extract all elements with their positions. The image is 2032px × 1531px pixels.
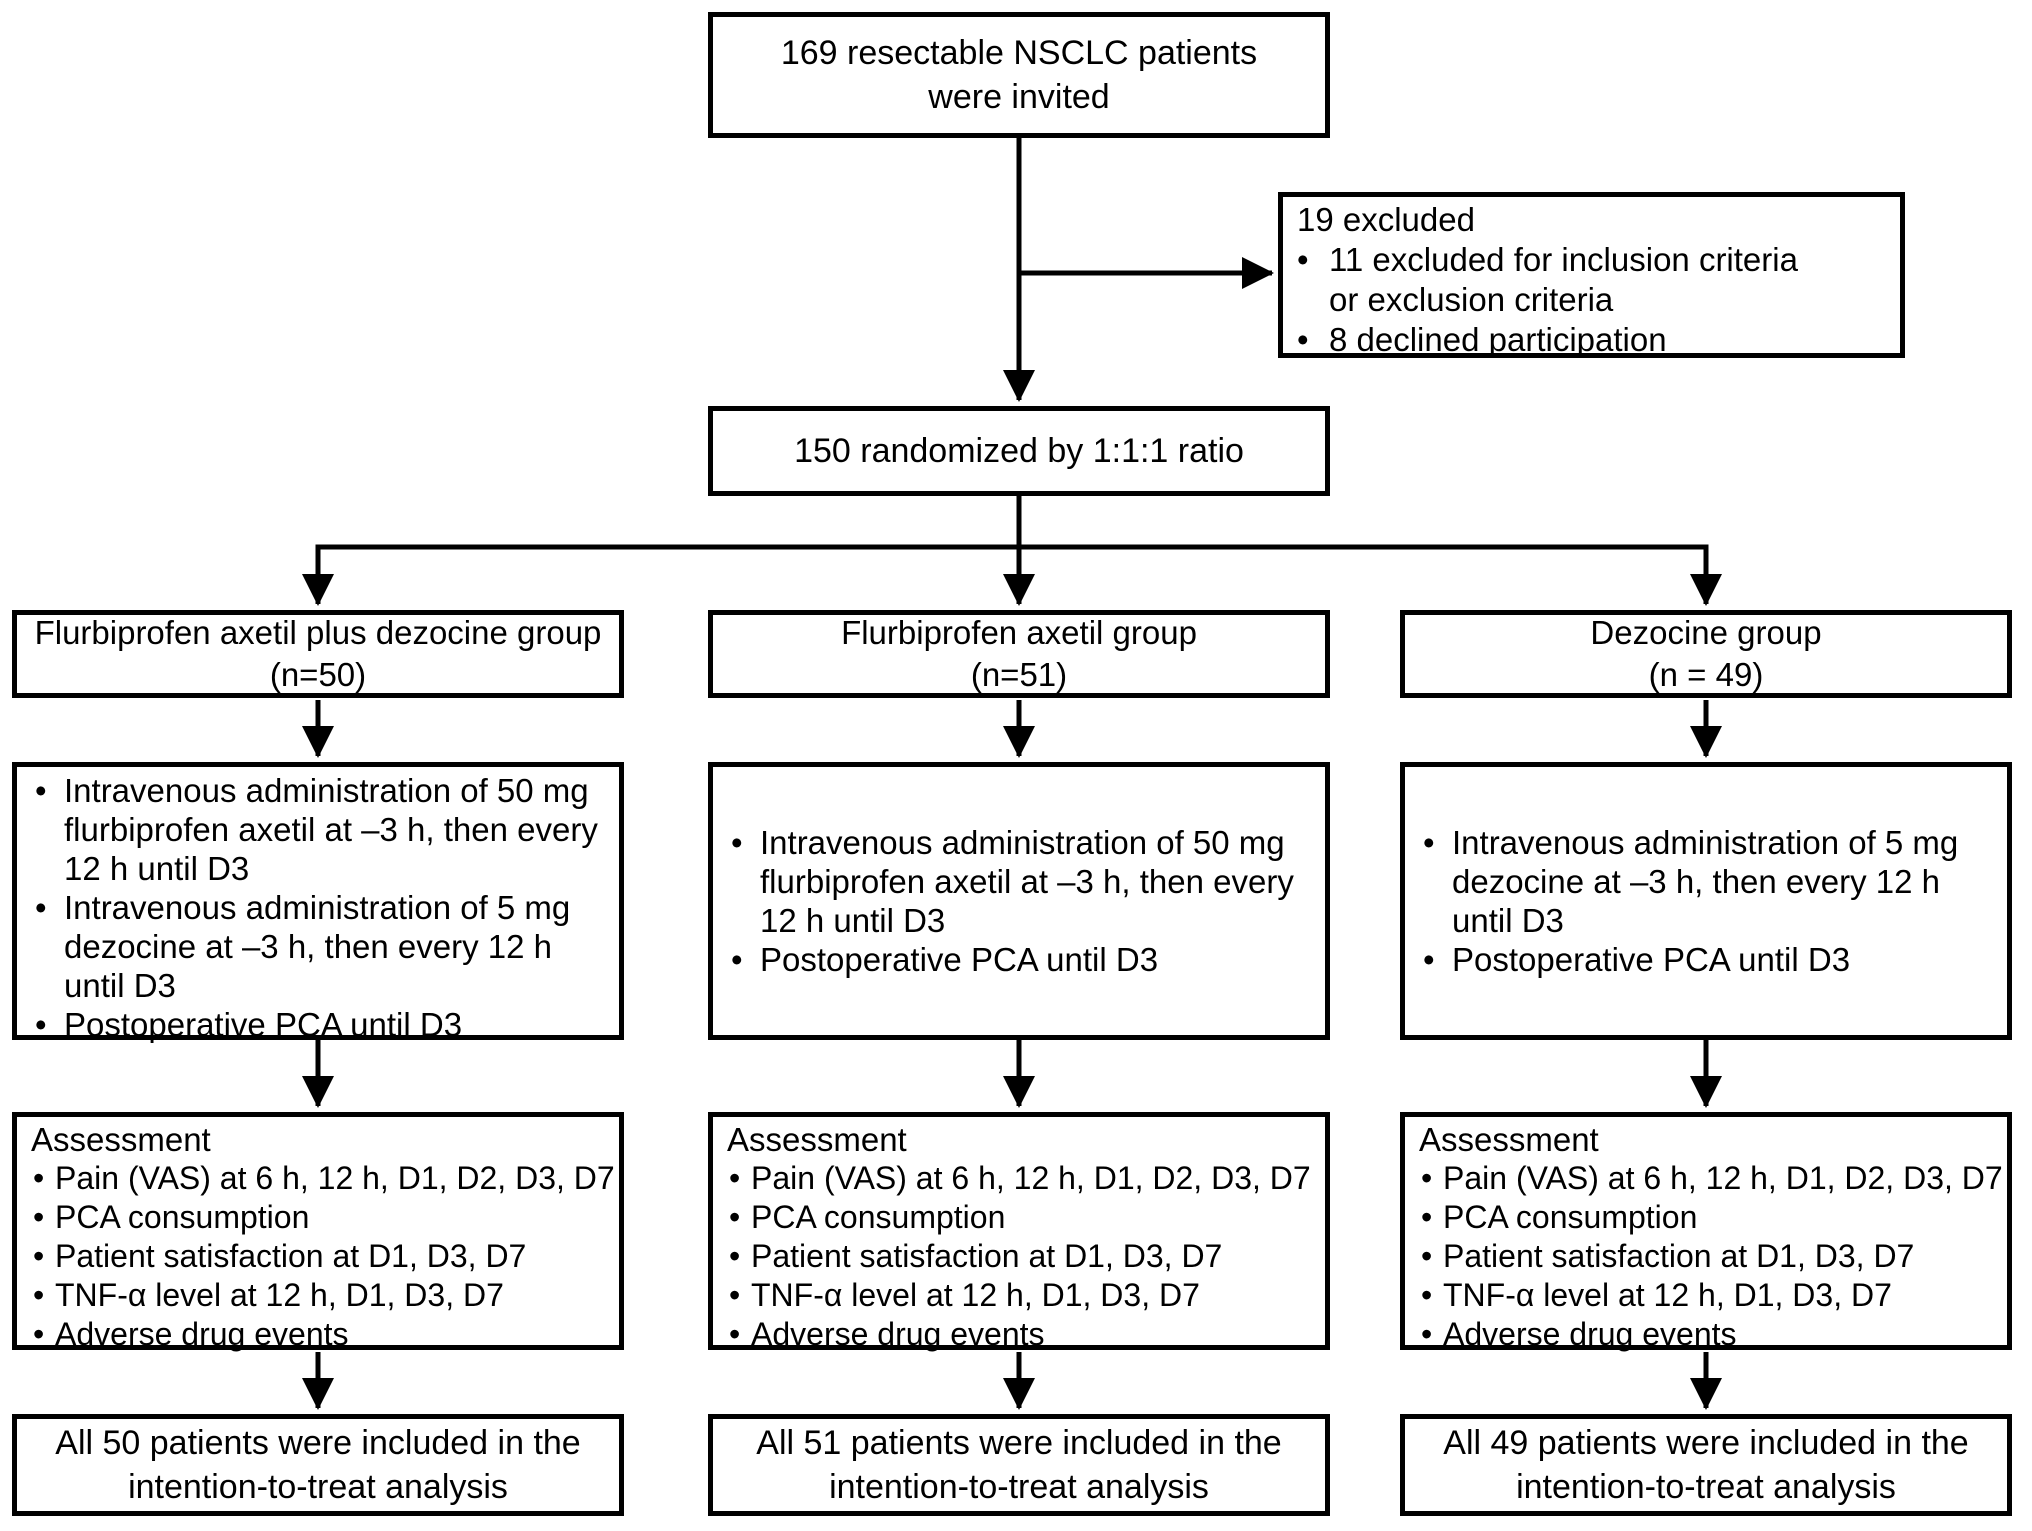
- itt-line-1: All 51 patients were included in the: [756, 1424, 1282, 1462]
- assessment-item: TNF-α level at 12 h, D1, D3, D7: [727, 1276, 1321, 1315]
- assessment-title: Assessment: [727, 1121, 907, 1158]
- intervention-line: flurbiprofen axetil at –3 h, then every: [64, 811, 598, 848]
- group-n: (n=50): [269, 656, 367, 693]
- assessment-item: Pain (VAS) at 6 h, 12 h, D1, D2, D3, D7: [727, 1159, 1321, 1198]
- itt-line-1: All 50 patients were included in the: [55, 1424, 581, 1462]
- assessment-item: Adverse drug events: [31, 1315, 615, 1354]
- group-n: (n=51): [970, 656, 1068, 693]
- assessment-item: PCA consumption: [1419, 1198, 2003, 1237]
- intervention-line: until D3: [1452, 902, 1564, 939]
- intervention-line: Intravenous administration of 5 mg: [17, 888, 619, 927]
- assessment-title: Assessment: [31, 1121, 211, 1158]
- excluded-box: 19 excluded 11 excluded for inclusion cr…: [1278, 192, 1905, 360]
- assessment-item: Patient satisfaction at D1, D3, D7: [727, 1237, 1321, 1276]
- assessment-box-flurbiprofen-dezocine: Assessment Pain (VAS) at 6 h, 12 h, D1, …: [12, 1112, 624, 1354]
- group-name: Dezocine group: [1590, 614, 1822, 651]
- group-name: Flurbiprofen axetil plus dezocine group: [34, 614, 602, 651]
- excluded-item-line: or exclusion criteria: [1329, 281, 1614, 318]
- group-box-dezocine: Dezocine group (n = 49): [1400, 610, 2012, 698]
- excluded-title: 19 excluded: [1297, 201, 1475, 238]
- group-box-flurbiprofen-dezocine: Flurbiprofen axetil plus dezocine group …: [12, 610, 624, 698]
- itt-box-flurbiprofen: All 51 patients were included in the int…: [708, 1414, 1330, 1516]
- intervention-line: Intravenous administration of 5 mg: [1405, 823, 2007, 862]
- itt-line-1: All 49 patients were included in the: [1443, 1424, 1969, 1462]
- assessment-item: Pain (VAS) at 6 h, 12 h, D1, D2, D3, D7: [31, 1159, 615, 1198]
- intervention-line: dezocine at –3 h, then every 12 h: [64, 928, 553, 965]
- assessment-box-dezocine: Assessment Pain (VAS) at 6 h, 12 h, D1, …: [1400, 1112, 2012, 1354]
- assessment-item: Patient satisfaction at D1, D3, D7: [31, 1237, 615, 1276]
- intervention-line: dezocine at –3 h, then every 12 h: [1452, 863, 1941, 900]
- itt-line-2: intention-to-treat analysis: [1516, 1468, 1896, 1506]
- intervention-line: Postoperative PCA until D3: [17, 1005, 619, 1044]
- intervention-box-flurbiprofen-dezocine: Intravenous administration of 50 mg flur…: [12, 762, 624, 1044]
- itt-box-dezocine: All 49 patients were included in the int…: [1400, 1414, 2012, 1516]
- excluded-item-line: 11 excluded for inclusion criteria: [1283, 240, 1900, 280]
- assessment-item: PCA consumption: [727, 1198, 1321, 1237]
- intervention-line: Intravenous administration of 50 mg: [17, 771, 619, 810]
- intervention-line: 12 h until D3: [64, 850, 250, 887]
- assessment-item: TNF-α level at 12 h, D1, D3, D7: [31, 1276, 615, 1315]
- group-box-flurbiprofen: Flurbiprofen axetil group (n=51): [708, 610, 1330, 698]
- intervention-line: Postoperative PCA until D3: [1405, 940, 2007, 979]
- itt-box-flurbiprofen-dezocine: All 50 patients were included in the int…: [12, 1414, 624, 1516]
- intervention-box-flurbiprofen: Intravenous administration of 50 mg flur…: [708, 762, 1330, 1040]
- intervention-box-dezocine: Intravenous administration of 5 mg dezoc…: [1400, 762, 2012, 1040]
- assessment-box-flurbiprofen: Assessment Pain (VAS) at 6 h, 12 h, D1, …: [708, 1112, 1330, 1354]
- intervention-line: Postoperative PCA until D3: [713, 940, 1325, 979]
- itt-line-2: intention-to-treat analysis: [128, 1468, 508, 1506]
- intervention-line: until D3: [64, 967, 176, 1004]
- group-n: (n = 49): [1648, 656, 1764, 693]
- invited-line-2: were invited: [928, 78, 1110, 116]
- assessment-item: PCA consumption: [31, 1198, 615, 1237]
- assessment-title: Assessment: [1419, 1121, 1599, 1158]
- intervention-line: flurbiprofen axetil at –3 h, then every: [760, 863, 1294, 900]
- assessment-item: Adverse drug events: [1419, 1315, 2003, 1354]
- intervention-line: Intravenous administration of 50 mg: [713, 823, 1325, 862]
- invited-box: 169 resectable NSCLC patients were invit…: [708, 12, 1330, 138]
- intervention-line: 12 h until D3: [760, 902, 946, 939]
- assessment-item: Pain (VAS) at 6 h, 12 h, D1, D2, D3, D7: [1419, 1159, 2003, 1198]
- assessment-item: Patient satisfaction at D1, D3, D7: [1419, 1237, 2003, 1276]
- randomized-text: 150 randomized by 1:1:1 ratio: [794, 432, 1244, 470]
- excluded-item-line: 8 declined participation: [1283, 320, 1900, 360]
- randomized-box: 150 randomized by 1:1:1 ratio: [708, 406, 1330, 496]
- assessment-item: Adverse drug events: [727, 1315, 1321, 1354]
- itt-line-2: intention-to-treat analysis: [829, 1468, 1209, 1506]
- group-name: Flurbiprofen axetil group: [841, 614, 1197, 651]
- assessment-item: TNF-α level at 12 h, D1, D3, D7: [1419, 1276, 2003, 1315]
- invited-line-1: 169 resectable NSCLC patients: [780, 34, 1258, 72]
